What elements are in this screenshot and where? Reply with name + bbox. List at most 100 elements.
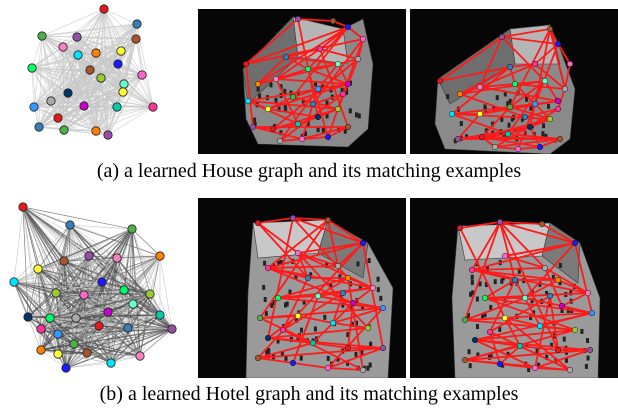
window (313, 326, 317, 332)
match-node (541, 77, 549, 85)
match-node (571, 239, 579, 247)
window (530, 298, 534, 304)
match-edge (317, 277, 349, 297)
match-edge (561, 292, 589, 307)
graph-node (155, 310, 165, 320)
window (284, 355, 288, 361)
match-edge (481, 106, 511, 138)
graph-node (94, 321, 104, 331)
window (584, 363, 588, 369)
match-edge (557, 88, 566, 110)
window (326, 355, 330, 361)
graph-node (128, 299, 138, 309)
match-node (541, 264, 549, 272)
match-edge (464, 349, 591, 361)
match-edge (297, 242, 364, 254)
match-edge (279, 93, 344, 142)
match-edge (245, 63, 254, 128)
graph-edge (65, 362, 112, 369)
window (506, 351, 510, 357)
match-edge (301, 126, 349, 140)
window (262, 284, 266, 290)
graph-edge (57, 69, 91, 119)
match-edge (494, 138, 561, 148)
match-node (476, 110, 484, 118)
match-node (584, 289, 592, 297)
graph-edge (88, 255, 118, 259)
match-node (289, 214, 297, 222)
match-edge (347, 26, 364, 40)
graph-edge (31, 52, 97, 69)
graph-node (63, 88, 73, 98)
graph-node (112, 253, 122, 263)
window (325, 100, 329, 106)
match-node (276, 137, 284, 145)
graph-node (69, 339, 79, 349)
window (446, 94, 450, 100)
window (361, 305, 365, 311)
graph-edge (55, 257, 118, 294)
match-edge (574, 242, 593, 314)
graph-edge (136, 23, 143, 76)
graph-node (123, 323, 133, 333)
graph-node (103, 307, 113, 317)
window (316, 127, 320, 133)
window (294, 317, 298, 323)
match-node (516, 342, 524, 350)
match-node (264, 264, 272, 272)
window (356, 261, 360, 267)
match-edge (499, 221, 543, 225)
window (340, 87, 344, 93)
match-edge (312, 342, 349, 349)
match-node (514, 145, 522, 153)
window (489, 353, 493, 359)
graph-edge (55, 292, 151, 295)
graph-edge (50, 46, 64, 102)
graph-edge (98, 314, 161, 327)
window (299, 355, 303, 361)
window (338, 274, 342, 280)
match-edge (471, 269, 589, 294)
graph-edge (149, 255, 161, 295)
match-node (536, 322, 544, 330)
graph-node (155, 251, 165, 261)
graph-node (59, 125, 69, 135)
house-photo-1-svg (198, 9, 406, 154)
graph-edge (116, 257, 151, 295)
window (558, 262, 562, 268)
graph-edge (37, 257, 118, 270)
match-node (309, 100, 317, 108)
match-edge (451, 66, 511, 115)
graph-edge (13, 281, 51, 319)
graph-node (51, 288, 61, 298)
match-edge (332, 292, 344, 324)
window (500, 116, 504, 122)
graph-edge (65, 325, 100, 369)
match-edge (471, 267, 546, 271)
graph-edge (89, 69, 97, 132)
graph-edge (49, 317, 67, 369)
graph-node (167, 324, 177, 334)
window (476, 352, 480, 358)
graph-edge (110, 257, 118, 364)
graph-node (9, 277, 19, 287)
match-node (329, 17, 337, 25)
match-node (298, 135, 306, 143)
graph-edge (27, 316, 42, 351)
window (508, 98, 512, 104)
match-edge (307, 26, 349, 70)
match-edge (464, 319, 576, 331)
match-node (448, 110, 456, 118)
graph-edge (103, 8, 137, 40)
match-node (359, 239, 367, 247)
window (265, 349, 269, 355)
graph-edge (139, 328, 173, 357)
match-edge (307, 63, 339, 70)
window (544, 133, 548, 139)
graph-edge (62, 46, 119, 65)
graph-node (97, 277, 107, 287)
match-edge (499, 221, 516, 281)
window (471, 290, 475, 296)
window (272, 300, 276, 306)
graph-edge (27, 294, 85, 318)
